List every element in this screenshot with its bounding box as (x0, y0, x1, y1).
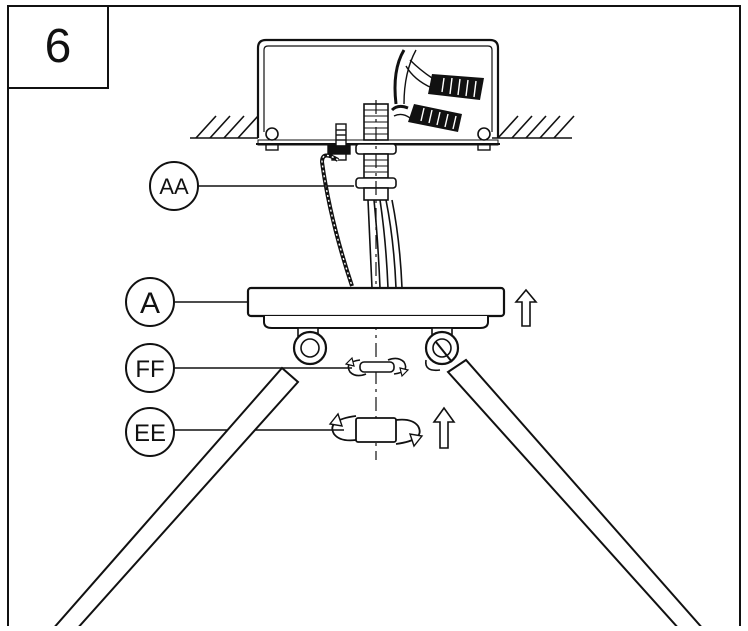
callout-aa-label: AA (159, 174, 189, 199)
callout-ee-label: EE (134, 420, 166, 447)
ground-wire (319, 153, 354, 287)
callout-a-label: A (140, 287, 160, 320)
rotate-ff-icon (344, 356, 410, 378)
wire-nut-lower (408, 104, 462, 132)
right-loop (424, 327, 460, 366)
house-wires (390, 49, 433, 119)
fixture-wires (367, 199, 403, 289)
canopy (246, 286, 506, 329)
callout-a (125, 277, 248, 327)
left-arm-tube (49, 366, 300, 631)
wire-nut-upper (428, 74, 484, 100)
coupling-ee-icon (328, 412, 424, 448)
callout-aa (149, 161, 354, 211)
ceiling-hatch-left (190, 115, 259, 139)
callout-ff-label: FF (135, 356, 164, 383)
step-number-box (8, 6, 109, 89)
callout-ee (125, 407, 344, 457)
step-number: 6 (44, 19, 72, 73)
up-arrow-ee-icon (432, 406, 456, 449)
callout-ff (125, 343, 352, 393)
right-arm-tube (446, 358, 707, 631)
ceiling-hatch-right (492, 115, 575, 139)
up-arrow-icon (514, 288, 538, 327)
left-loop (292, 327, 328, 366)
ground-screw (327, 123, 351, 161)
